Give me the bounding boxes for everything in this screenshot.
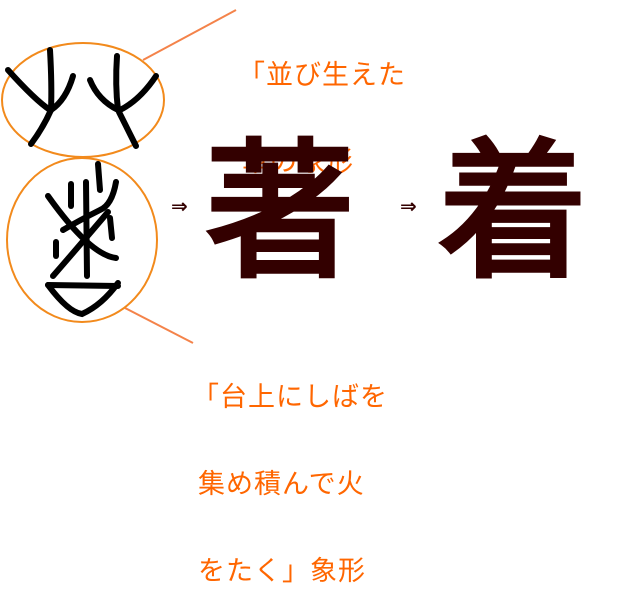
top-annotation-line-2: 草の象形 xyxy=(242,147,354,178)
top-annotation: 「並び生えた 草の象形 xyxy=(238,3,406,206)
bottom-annotation: 「台上にしばを 集め積んで火 をたく」象形 xyxy=(192,325,388,615)
diagram-graphics xyxy=(1,9,237,344)
top-leader-line xyxy=(142,9,237,61)
arrow-icon-1: ⇒ xyxy=(171,194,188,218)
grass-pictograph xyxy=(1,42,165,158)
bottom-annotation-line-2: 集め積んで火 xyxy=(198,469,365,500)
bottom-annotation-line-1: 「台上にしばを xyxy=(192,382,388,413)
firewood-pictograph xyxy=(6,157,158,323)
top-ellipse xyxy=(1,42,165,158)
top-annotation-line-1: 「並び生えた xyxy=(238,60,406,91)
kanji-modern-form: 着 xyxy=(438,126,589,300)
bottom-annotation-line-3: をたく」象形 xyxy=(198,556,366,587)
bottom-leader-line xyxy=(124,307,194,344)
bottom-ellipse xyxy=(6,157,158,323)
arrow-icon-2: ⇒ xyxy=(400,194,417,218)
kanji-old-form: 著 xyxy=(205,126,356,300)
